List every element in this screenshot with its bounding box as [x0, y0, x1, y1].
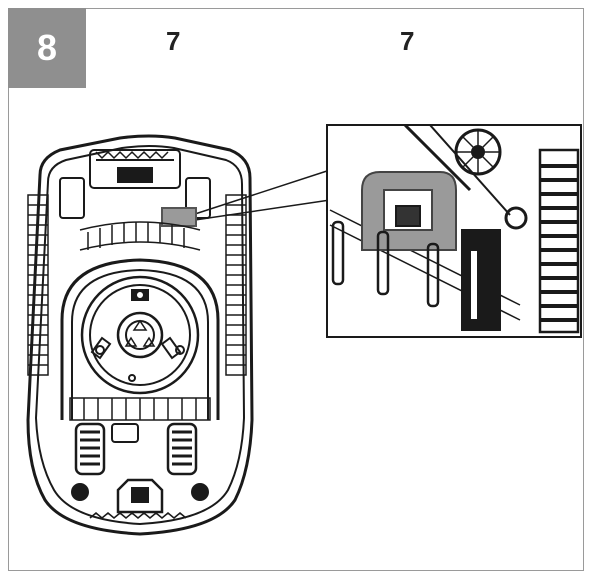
- left-side-grip: [27, 194, 49, 376]
- detail-side-grip: [538, 148, 580, 334]
- detail-inset: [326, 123, 582, 338]
- right-side-grip: [225, 194, 247, 376]
- cutting-blade-disc: [80, 275, 200, 395]
- step-number-badge: 8: [8, 8, 86, 88]
- callout-label-7-main: 7: [166, 26, 181, 56]
- detail-post: [461, 206, 528, 331]
- recycle-icon: [124, 319, 156, 347]
- robot-mower-body: [26, 134, 254, 536]
- lower-grille: [69, 397, 211, 421]
- right-rear-wheel: [166, 422, 198, 476]
- detail-gear-wheel: [454, 128, 502, 176]
- blade-guard: [60, 258, 220, 420]
- rear-charging-section: [71, 423, 209, 519]
- left-rear-wheel: [74, 422, 106, 476]
- leader-lines: [194, 169, 331, 221]
- callout-label-7-detail: 7: [400, 26, 415, 56]
- detail-highlighted-part: [361, 171, 457, 251]
- detail-pins: [331, 220, 440, 308]
- upper-grille: [79, 221, 201, 251]
- front-bumper: [59, 149, 211, 219]
